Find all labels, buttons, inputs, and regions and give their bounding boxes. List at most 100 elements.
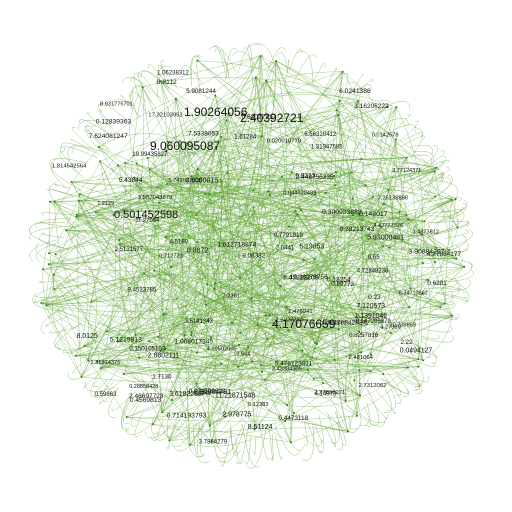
graph-edge: [134, 177, 254, 198]
node-label: 0.150105103: [129, 346, 166, 353]
graph-edge: [265, 47, 287, 77]
graph-edge: [260, 352, 362, 367]
node-label: 0.63027317: [242, 114, 277, 121]
graph-node: [70, 181, 73, 183]
graph-edge: [214, 136, 263, 284]
node-label: 10.38278756: [290, 274, 328, 281]
graph-edge: [98, 146, 197, 216]
graph-edge: [46, 251, 304, 306]
graph-node: [117, 164, 119, 167]
graph-edge: [286, 110, 342, 308]
graph-edge: [429, 291, 469, 302]
graph-edge: [413, 357, 424, 389]
graph-edge: [211, 427, 348, 443]
graph-edge: [158, 324, 367, 346]
graph-edge: [402, 373, 430, 382]
graph-edge: [281, 176, 452, 213]
graph-edge: [83, 363, 112, 389]
graph-edge: [394, 124, 417, 133]
node-label: 19.99435827: [132, 152, 168, 158]
node-label: 0.6000015: [186, 178, 219, 185]
graph-edge: [220, 139, 397, 392]
graph-node: [190, 175, 193, 178]
node-label: 1.06238312: [157, 71, 189, 77]
graph-edge: [171, 143, 226, 418]
graph-edge: [399, 359, 422, 394]
graph-edge: [97, 104, 113, 127]
graph-edge: [257, 258, 316, 326]
graph-edge: [205, 266, 465, 305]
graph-edge: [59, 150, 85, 178]
node-label: 1.31347585: [311, 145, 343, 151]
graph-node: [252, 206, 255, 209]
node-label: 0.074599612: [189, 388, 226, 395]
graph-edge: [78, 200, 362, 353]
node-label: 0.12839363: [96, 118, 132, 125]
graph-edge: [333, 76, 343, 100]
graph-edge: [209, 61, 277, 426]
graph-edge: [253, 207, 335, 361]
node-label: 1.476941: [288, 309, 313, 315]
graph-edge: [77, 200, 82, 377]
graph-node: [387, 189, 390, 191]
graph-edge: [99, 161, 239, 368]
graph-edge: [84, 125, 102, 153]
graph-edge: [54, 184, 71, 189]
node-label: 11.27084: [135, 218, 160, 224]
graph-node: [301, 349, 304, 352]
graph-edge: [79, 165, 119, 195]
graph-edge: [158, 202, 292, 443]
graph-edge: [42, 269, 198, 353]
graph-edge: [95, 190, 298, 215]
graph-edge: [350, 79, 373, 103]
graph-node: [116, 340, 119, 343]
graph-edge: [257, 258, 457, 326]
graph-edge: [65, 229, 391, 334]
graph-node: [389, 332, 392, 334]
graph-edge: [346, 405, 386, 427]
graph-node: [196, 167, 199, 170]
graph-node: [351, 214, 354, 217]
graph-edge: [231, 192, 326, 323]
node-label: 1.612718874: [217, 242, 256, 249]
graph-edge: [93, 365, 111, 388]
graph-node: [80, 375, 83, 378]
graph-edge: [422, 291, 454, 308]
graph-edge: [425, 197, 462, 203]
graph-edge: [134, 177, 358, 417]
graph-edge: [29, 225, 76, 241]
graph-node: [206, 283, 209, 286]
graph-edge: [136, 163, 249, 348]
graph-node: [208, 424, 211, 427]
graph-node: [208, 192, 211, 195]
nodes-layer: [40, 55, 466, 446]
graph-edge: [94, 381, 115, 398]
graph-edge: [123, 396, 133, 424]
graph-edge: [264, 172, 354, 380]
graph-node: [359, 394, 362, 397]
graph-edge: [140, 74, 162, 104]
graph-node: [87, 359, 90, 362]
graph-node: [196, 351, 199, 354]
graph-edge: [400, 135, 425, 147]
graph-edge: [346, 87, 370, 97]
graph-edge: [117, 341, 292, 443]
graph-edge: [260, 364, 408, 371]
graph-edge: [76, 181, 222, 217]
graph-edge: [124, 94, 388, 164]
node-label: 4.43777326: [373, 223, 403, 229]
graph-node: [251, 360, 253, 363]
graph-edge: [41, 273, 145, 304]
graph-edge: [158, 65, 178, 90]
graph-node: [207, 319, 210, 322]
graph-edge: [120, 168, 199, 245]
graph-edge: [301, 259, 316, 351]
graph-edge: [208, 45, 236, 72]
graph-edge: [144, 425, 173, 439]
node-label: 2.8802111: [148, 352, 180, 359]
graph-node: [333, 358, 336, 361]
graph-edge: [137, 75, 152, 104]
graph-edge: [126, 227, 382, 418]
graph-edge: [361, 158, 424, 361]
